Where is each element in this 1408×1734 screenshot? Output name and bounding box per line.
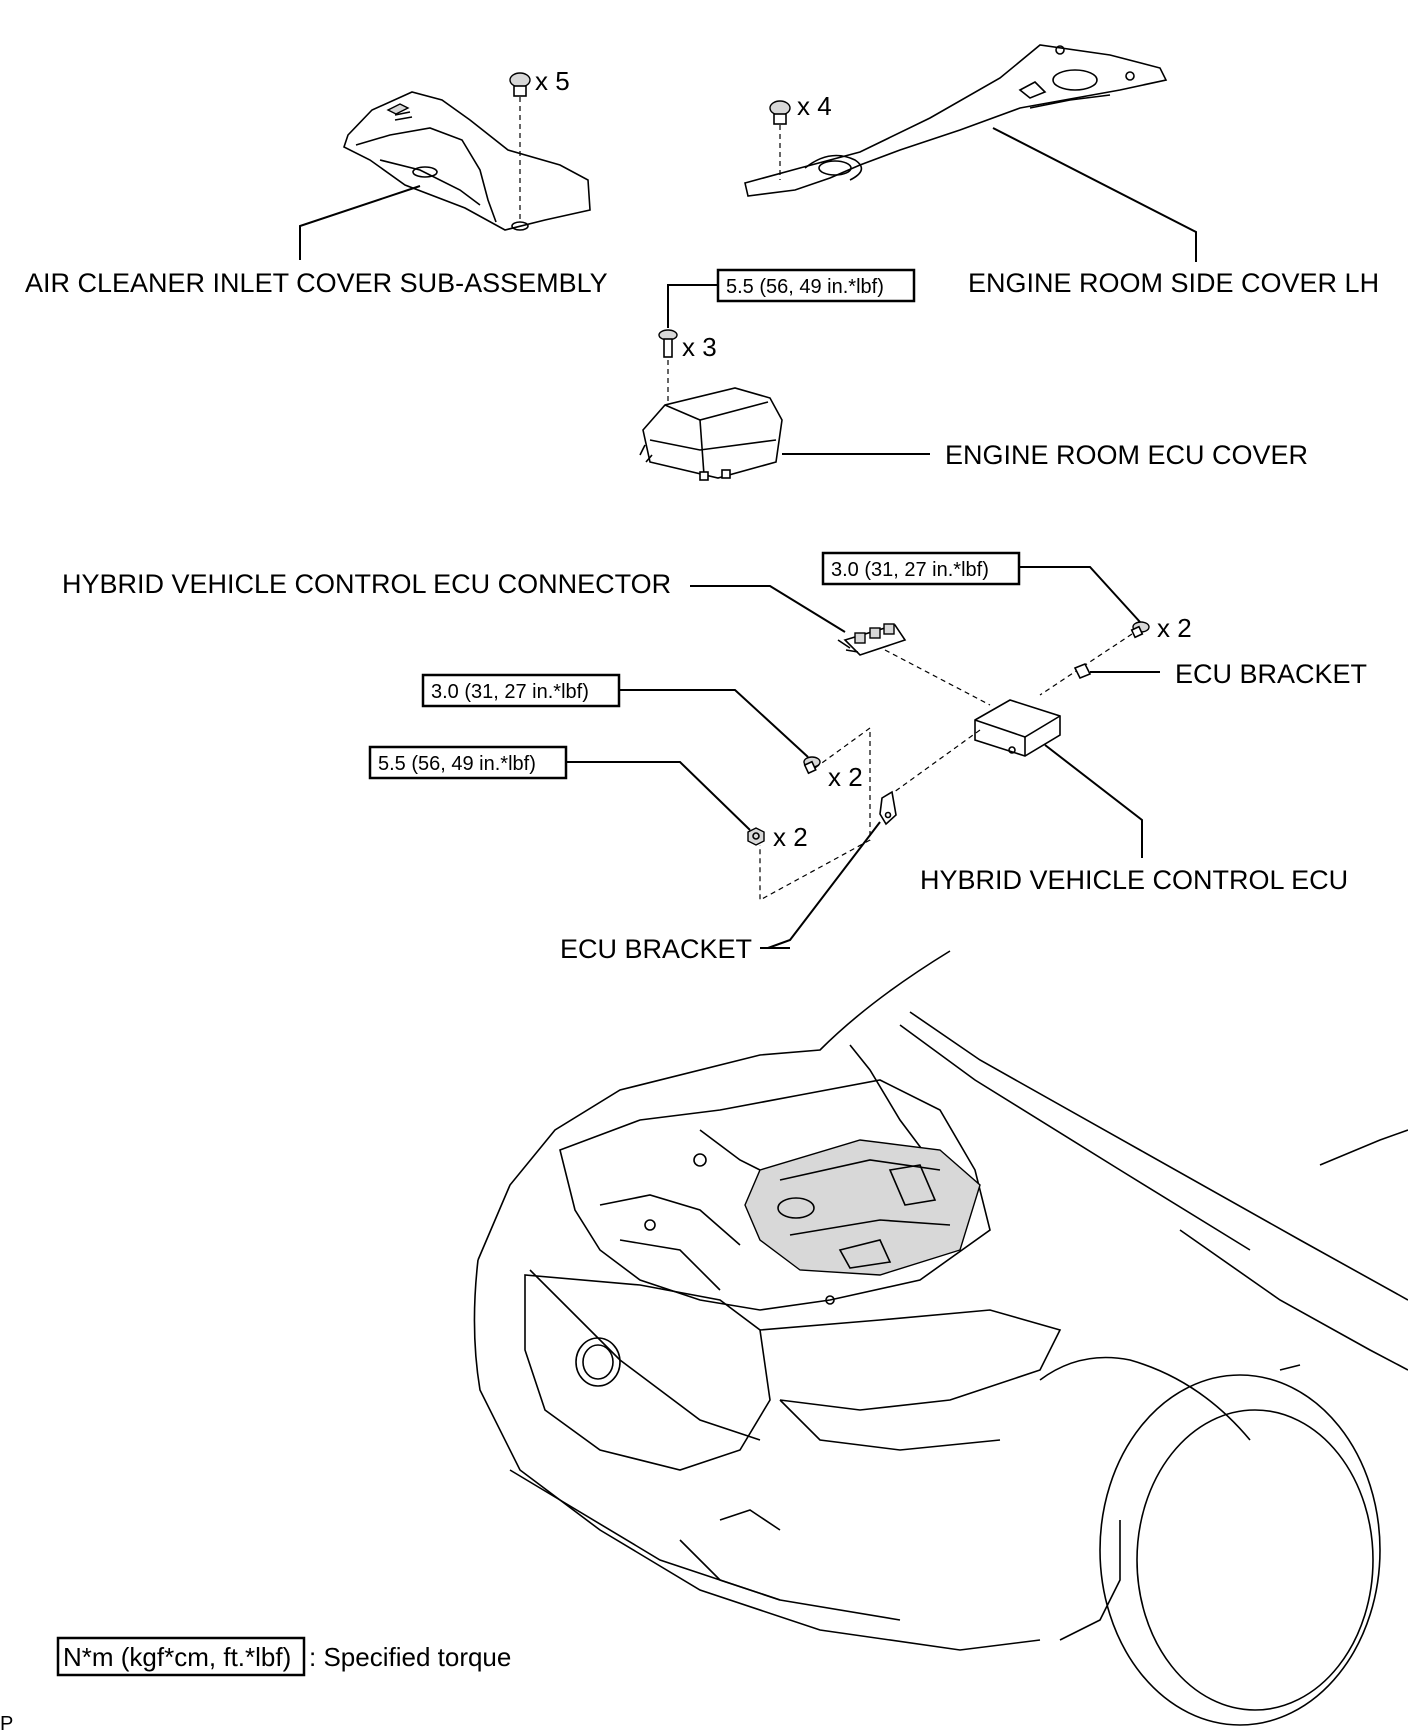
hv-control-ecu-leader — [1044, 744, 1143, 858]
bolt-bracket-right-icon — [1130, 621, 1150, 639]
ecu-bracket-lower-leader — [767, 821, 881, 949]
torque-box-bracket-right — [821, 551, 1021, 586]
side-cover-leader — [992, 127, 1197, 262]
engine-room-ecu-cover-drawing — [639, 387, 783, 481]
clip-side-cover-qty: x 4 — [797, 91, 832, 121]
clip-side-cover-icon — [769, 100, 791, 125]
ecu-bracket-lower-label: ECU BRACKET — [560, 934, 752, 964]
legend-unit: N*m (kgf*cm, ft.*lbf) — [63, 1642, 291, 1672]
ecu-bracket-lower-dash — [889, 729, 981, 796]
legend-box — [56, 1636, 306, 1677]
ecu-bracket-right-drawing — [1073, 662, 1092, 680]
torque-bracket-lower-bolt-text: 3.0 (31, 27 in.*lbf) — [431, 681, 589, 703]
hv-control-ecu-drawing — [974, 699, 1061, 757]
corner-mark: P — [0, 1713, 13, 1734]
clip-air-cleaner-qty: x 5 — [535, 66, 570, 96]
engine-room-side-cover-label: ENGINE ROOM SIDE COVER LH — [968, 268, 1379, 298]
air-cleaner-leader — [299, 185, 421, 260]
torque-ecu-cover-text: 5.5 (56, 49 in.*lbf) — [726, 276, 884, 298]
engine-room-side-cover-drawing — [744, 44, 1168, 197]
lower-bracket-dash-frame — [759, 726, 871, 902]
torque-bracket-right-leader — [1019, 566, 1141, 623]
ecu-bracket-lower-drawing — [879, 790, 897, 826]
bolt-ecu-cover-qty: x 3 — [682, 332, 717, 362]
nut-bracket-lower-qty: x 2 — [773, 822, 808, 852]
hv-ecu-connector-drawing — [837, 623, 907, 656]
engine-room-ecu-cover-label: ENGINE ROOM ECU COVER — [945, 440, 1308, 470]
nut-bracket-lower-icon — [747, 827, 765, 846]
hv-ecu-connector-label: HYBRID VEHICLE CONTROL ECU CONNECTOR — [62, 569, 671, 599]
bolt-bracket-lower-qty: x 2 — [828, 762, 863, 792]
car-drawing — [473, 950, 1408, 1726]
torque-box-bracket-lower-nut — [368, 745, 568, 780]
ecu-bracket-right-label: ECU BRACKET — [1175, 659, 1367, 689]
torque-bracket-lower-bolt-leader — [619, 689, 809, 758]
legend-description: : Specified torque — [309, 1642, 511, 1672]
hv-ecu-connector-leader — [690, 585, 846, 633]
air-cleaner-inlet-cover-label: AIR CLEANER INLET COVER SUB-ASSEMBLY — [25, 268, 608, 298]
bolt-bracket-lower-icon — [803, 756, 821, 775]
torque-bracket-lower-nut-text: 5.5 (56, 49 in.*lbf) — [378, 753, 536, 775]
torque-ecu-cover-leader — [667, 284, 718, 328]
clip-air-cleaner-icon — [509, 72, 531, 97]
torque-bracket-right-text: 3.0 (31, 27 in.*lbf) — [831, 559, 989, 581]
air-cleaner-inlet-cover-drawing — [343, 91, 591, 231]
connector-ecu-dash — [884, 649, 991, 706]
torque-bracket-lower-nut-leader — [566, 761, 751, 831]
bolt-bracket-right-qty: x 2 — [1157, 613, 1192, 643]
bolt-ecu-cover-icon — [658, 329, 678, 358]
hv-control-ecu-label: HYBRID VEHICLE CONTROL ECU — [920, 865, 1348, 895]
